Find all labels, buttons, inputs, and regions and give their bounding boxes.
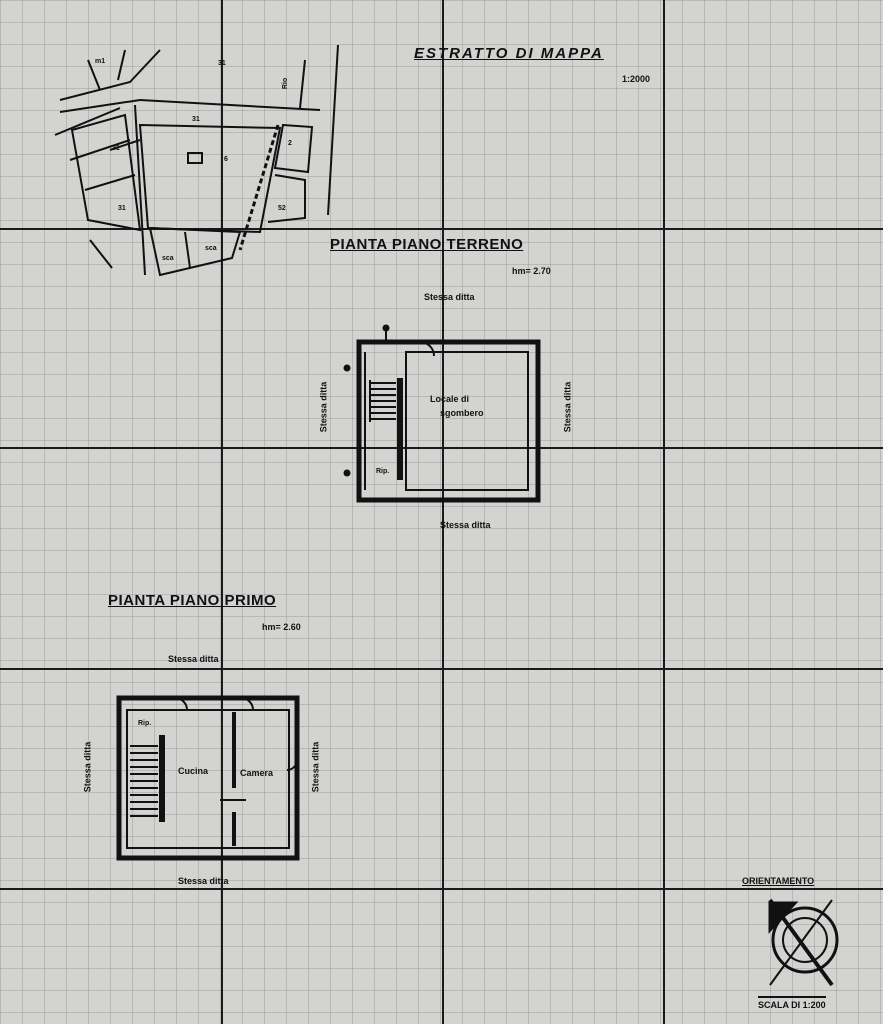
parcel-label-9: 52 [278,205,286,212]
first-floor-room-left: Cucina [178,766,209,776]
parcel-label-2: 31 [218,60,226,67]
parcel-label-7: 31 [112,145,120,152]
grid-line-h2 [0,447,883,449]
grid-line-h3 [0,668,883,670]
first-floor-boundary-bottom: Stessa ditta [178,876,229,886]
first-floor-room-right: Camera [240,768,274,778]
drawing-scale-label: SCALA DI 1:200 [758,996,826,1010]
grid-line-h4 [0,888,883,890]
first-floor-title: PIANTA PIANO PRIMO [108,592,277,609]
ground-floor-height: hm= 2.70 [512,266,551,276]
first-floor-height: hm= 2.60 [262,622,301,632]
first-floor-small-mark: Rip. [138,720,152,727]
ground-floor-room-line2: sgombero [440,408,484,418]
grid-line-v1 [221,0,223,1024]
orientation-label: ORIENTAMENTO [742,876,815,886]
ground-floor-boundary-top: Stessa ditta [424,292,475,302]
extract-scale: 1:2000 [622,74,651,84]
ground-floor-small-mark: Rip. [376,468,390,475]
ground-floor-boundary-bottom: Stessa ditta [440,520,491,530]
parcel-label-10: sca [162,255,174,262]
parcel-label-6: 2 [288,140,292,147]
extract-title: ESTRATTO DI MAPPA [414,45,604,62]
parcel-label-1: m1 [95,58,106,65]
ground-floor-room-line1: Locale di [430,394,470,404]
grid-line-v3 [663,0,665,1024]
first-floor-boundary-top: Stessa ditta [168,654,219,664]
parcel-label-5: 6 [224,156,228,163]
parcel-label-4: 31 [192,116,200,123]
grid-line-h1 [0,228,883,230]
grid-line-v2 [442,0,444,1024]
parcel-label-11: sca [205,245,217,252]
parcel-label-8: 31 [118,205,126,212]
ground-floor-title: PIANTA PIANO TERRENO [330,236,524,253]
